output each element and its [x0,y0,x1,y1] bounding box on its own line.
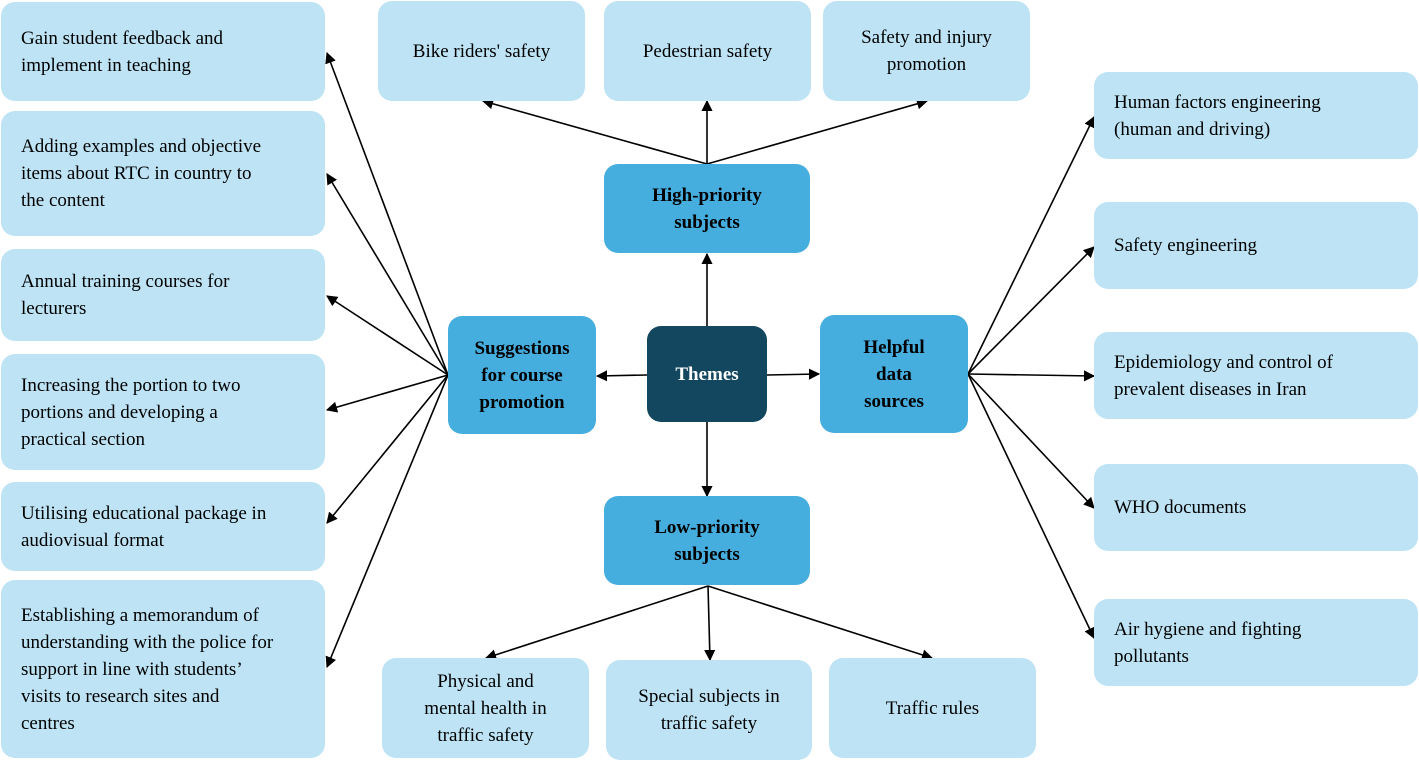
arrow-high-to-injury [706,98,929,165]
suggestion-item: Increasing the portion to two portions a… [1,354,325,470]
arrow-data-2 [967,246,1095,375]
low-priority-label: Low-priority subjects [654,516,760,565]
arrow-center-to-suggestions [595,370,648,382]
high-priority-item: Safety and injury promotion [823,1,1030,101]
item-label: Human factors engineering (human and dri… [1114,91,1321,140]
item-label: Increasing the portion to two portions a… [21,374,241,450]
arrow-sugg-2 [326,173,449,376]
item-label: Air hygiene and fighting pollutants [1114,618,1302,667]
arrow-sugg-6 [325,374,449,669]
low-priority-item: Physical and mental health in traffic sa… [382,658,589,758]
arrow-center-to-data [766,368,821,380]
arrow-data-5 [967,373,1095,640]
arrow-low-to-health [484,585,709,661]
high-priority-label: High-priority subjects [652,184,762,233]
arrow-sugg-4 [325,374,449,413]
suggestion-item: Utilising educational package in audiovi… [1,482,325,571]
item-label: Annual training courses for lecturers [21,271,230,319]
low-priority-node: Low-priority subjects [604,496,810,585]
item-label: Safety engineering [1114,235,1257,256]
high-priority-item: Bike riders' safety [378,1,585,101]
suggestions-label: Suggestions for course promotion [474,337,570,413]
item-label: Utilising educational package in audiovi… [21,502,267,551]
data-source-item: Air hygiene and fighting pollutants [1094,599,1418,686]
item-label: Establishing a memorandum of understandi… [21,604,274,734]
themes-node: Themes [647,326,767,422]
arrow-sugg-3 [326,295,449,376]
data-sources-node: Helpful data sources [820,315,968,433]
arrow-data-4 [967,373,1095,509]
arrow-data-1 [967,115,1095,375]
arrow-sugg-1 [325,51,449,376]
suggestions-node: Suggestions for course promotion [448,316,596,434]
item-label: Bike riders' safety [412,40,551,62]
high-priority-node: High-priority subjects [604,164,810,253]
item-label: Pedestrian safety [642,40,773,62]
data-source-item: Human factors engineering (human and dri… [1094,72,1418,159]
data-source-item: Safety engineering [1094,202,1418,289]
item-label: Adding examples and objective items abou… [21,136,262,211]
themes-label: Themes [675,363,739,385]
item-label: Gain student feedback and implement in t… [21,27,224,76]
item-label: WHO documents [1114,497,1247,518]
data-source-item: Epidemiology and control of prevalent di… [1094,332,1418,419]
data-sources-label: Helpful data sources [863,336,925,412]
item-label: Epidemiology and control of prevalent di… [1114,351,1333,400]
data-source-item: WHO documents [1094,464,1418,551]
arrow-high-to-bike [481,98,708,165]
high-priority-item: Pedestrian safety [604,1,811,101]
arrow-low-to-special [704,585,716,662]
suggestion-item: Gain student feedback and implement in t… [1,2,325,101]
suggestion-item: Adding examples and objective items abou… [1,111,325,236]
suggestion-item: Annual training courses for lecturers [1,249,325,341]
item-label: Safety and injury promotion [861,27,992,75]
suggestion-item: Establishing a memorandum of understandi… [1,580,325,758]
arrow-sugg-5 [326,374,449,524]
arrow-low-to-rules [707,585,934,661]
low-priority-item: Traffic rules [829,658,1036,758]
arrow-data-3 [967,370,1096,382]
item-label: Special subjects in traffic safety [638,686,780,734]
item-label: Traffic rules [885,697,980,719]
low-priority-item: Special subjects in traffic safety [606,660,812,760]
item-label: Physical and mental health in traffic sa… [424,670,547,746]
